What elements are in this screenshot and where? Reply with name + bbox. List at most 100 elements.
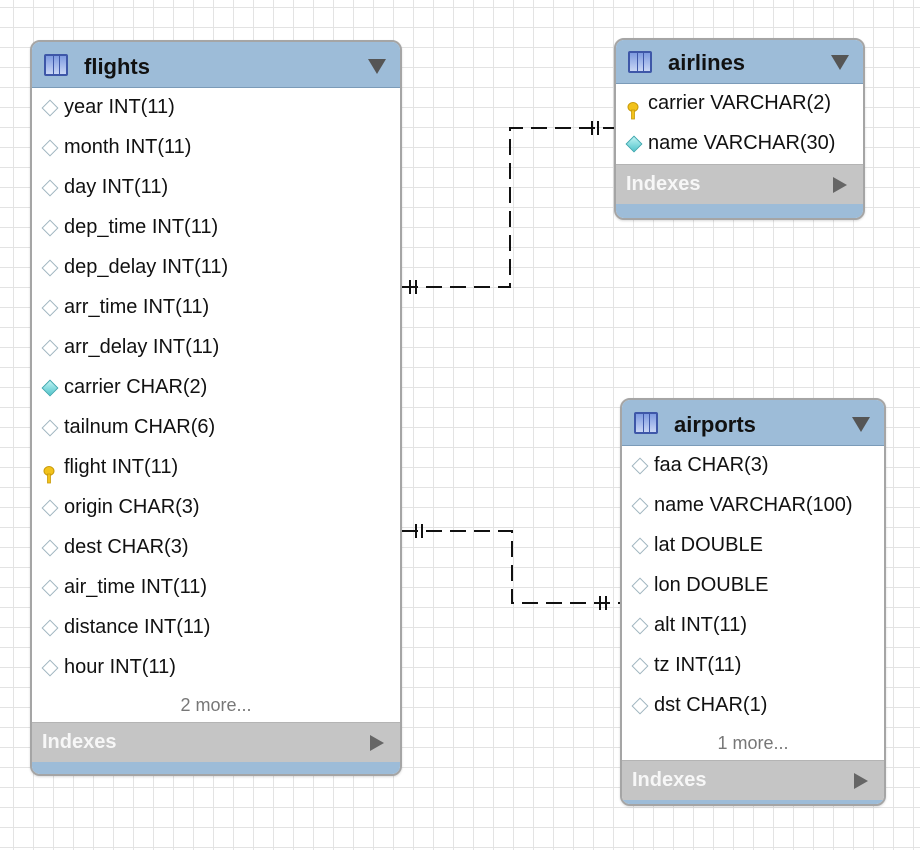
table-header[interactable]: airlines: [616, 40, 863, 84]
column-row[interactable]: flight INT(11): [32, 448, 400, 488]
column-label: dest CHAR(3): [64, 536, 189, 558]
column-row[interactable]: tailnum CHAR(6): [32, 408, 400, 448]
column-icon: [41, 179, 59, 197]
foreign-key-icon: [625, 135, 643, 153]
column-row[interactable]: day INT(11): [32, 168, 400, 208]
indexes-label: Indexes: [632, 769, 707, 791]
indexes-bar[interactable]: Indexes: [622, 760, 884, 800]
column-label: month INT(11): [64, 136, 192, 158]
column-label: lat DOUBLE: [654, 534, 763, 556]
column-icon: [41, 99, 59, 117]
column-label: arr_time INT(11): [64, 296, 210, 318]
column-icon: [41, 339, 59, 357]
collapse-arrow-icon[interactable]: [831, 55, 849, 70]
column-list: carrier VARCHAR(2) name VARCHAR(30): [616, 84, 863, 164]
column-label: tz INT(11): [654, 654, 742, 676]
expand-arrow-icon[interactable]: [370, 735, 384, 751]
primary-key-icon: [43, 459, 57, 484]
column-label: arr_delay INT(11): [64, 336, 220, 358]
column-row[interactable]: hour INT(11): [32, 648, 400, 688]
primary-key-icon: [627, 95, 641, 120]
column-label: dep_time INT(11): [64, 216, 219, 238]
column-icon: [631, 617, 649, 635]
relationship-flights-airlines[interactable]: [402, 121, 614, 294]
table-footer: [32, 762, 400, 774]
column-row[interactable]: year INT(11): [32, 88, 400, 128]
column-label: alt INT(11): [654, 614, 747, 636]
column-icon: [631, 577, 649, 595]
column-label: day INT(11): [64, 176, 169, 198]
column-icon: [41, 299, 59, 317]
column-row[interactable]: month INT(11): [32, 128, 400, 168]
column-label: hour INT(11): [64, 656, 176, 678]
expand-arrow-icon[interactable]: [833, 177, 847, 193]
table-airlines[interactable]: airlines carrier VARCHAR(2) name VARCHAR(…: [614, 38, 865, 220]
more-columns-link[interactable]: 2 more...: [180, 695, 252, 715]
column-row[interactable]: air_time INT(11): [32, 568, 400, 608]
column-label: name VARCHAR(30): [648, 132, 836, 154]
column-row[interactable]: origin CHAR(3): [32, 488, 400, 528]
column-row[interactable]: dest CHAR(3): [32, 528, 400, 568]
relationship-flights-airports[interactable]: [402, 524, 620, 610]
column-row[interactable]: arr_delay INT(11): [32, 328, 400, 368]
table-footer: [616, 204, 863, 218]
column-icon: [41, 499, 59, 517]
column-icon: [41, 139, 59, 157]
collapse-arrow-icon[interactable]: [368, 59, 386, 74]
column-label: air_time INT(11): [64, 576, 207, 598]
column-label: distance INT(11): [64, 616, 211, 638]
more-columns-link[interactable]: 1 more...: [717, 733, 789, 753]
column-list: year INT(11) month INT(11) day INT(11) dep_…: [32, 88, 400, 688]
table-title: airports: [674, 412, 756, 437]
foreign-key-icon: [41, 379, 59, 397]
column-row[interactable]: carrier VARCHAR(2): [616, 84, 863, 124]
indexes-bar[interactable]: Indexes: [32, 722, 400, 762]
column-label: year INT(11): [64, 96, 175, 118]
column-label: dep_delay INT(11): [64, 256, 229, 278]
table-icon: [634, 412, 658, 434]
column-label: carrier CHAR(2): [64, 376, 208, 398]
column-icon: [41, 539, 59, 557]
column-label: name VARCHAR(100): [654, 494, 853, 516]
table-title: airlines: [668, 50, 746, 75]
column-row[interactable]: lat DOUBLE: [622, 526, 884, 566]
column-label: carrier VARCHAR(2): [648, 92, 831, 114]
expand-arrow-icon[interactable]: [854, 773, 868, 789]
collapse-arrow-icon[interactable]: [852, 417, 870, 432]
column-icon: [41, 219, 59, 237]
column-row[interactable]: arr_time INT(11): [32, 288, 400, 328]
column-row[interactable]: dep_delay INT(11): [32, 248, 400, 288]
column-row[interactable]: name VARCHAR(30): [616, 124, 863, 164]
column-row[interactable]: name VARCHAR(100): [622, 486, 884, 526]
indexes-label: Indexes: [626, 173, 701, 195]
column-icon: [41, 659, 59, 677]
column-icon: [41, 419, 59, 437]
column-icon: [631, 697, 649, 715]
column-row[interactable]: carrier CHAR(2): [32, 368, 400, 408]
column-row[interactable]: dep_time INT(11): [32, 208, 400, 248]
table-header[interactable]: airports: [622, 400, 884, 446]
column-icon: [631, 497, 649, 515]
table-airports[interactable]: airports faa CHAR(3) name VARCHAR(100) lat…: [620, 398, 886, 806]
column-label: tailnum CHAR(6): [64, 416, 216, 438]
column-icon: [41, 619, 59, 637]
column-label: dst CHAR(1): [654, 694, 768, 716]
column-label: flight INT(11): [64, 456, 179, 478]
column-row[interactable]: alt INT(11): [622, 606, 884, 646]
column-row[interactable]: faa CHAR(3): [622, 446, 884, 486]
column-row[interactable]: tz INT(11): [622, 646, 884, 686]
table-footer: [622, 800, 884, 804]
column-row[interactable]: lon DOUBLE: [622, 566, 884, 606]
column-icon: [631, 457, 649, 475]
table-title: flights: [84, 54, 150, 79]
column-row[interactable]: dst CHAR(1): [622, 686, 884, 726]
column-label: origin CHAR(3): [64, 496, 200, 518]
column-row[interactable]: distance INT(11): [32, 608, 400, 648]
column-icon: [631, 537, 649, 555]
indexes-bar[interactable]: Indexes: [616, 164, 863, 204]
table-icon: [628, 51, 652, 73]
column-icon: [41, 579, 59, 597]
table-flights[interactable]: flights year INT(11) month INT(11) day INT…: [30, 40, 402, 776]
column-label: lon DOUBLE: [654, 574, 769, 596]
table-header[interactable]: flights: [32, 42, 400, 88]
